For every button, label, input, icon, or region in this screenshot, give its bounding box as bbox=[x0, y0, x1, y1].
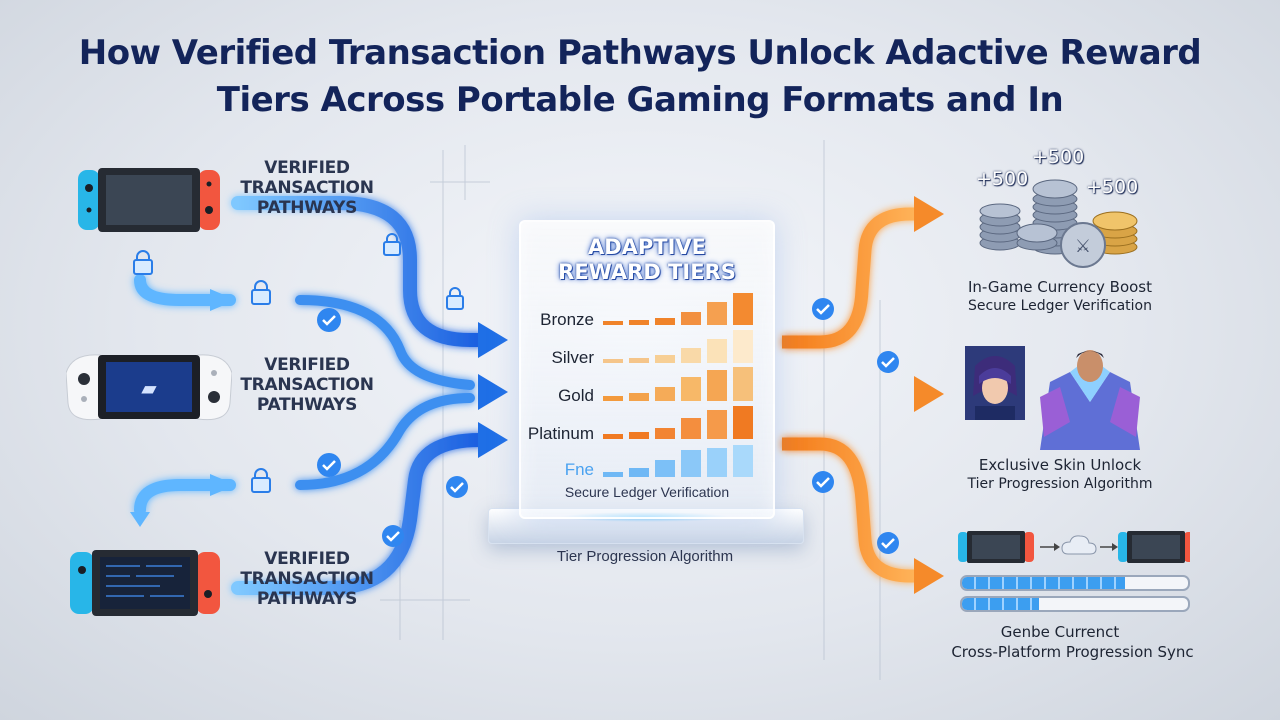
pathway-mid-low bbox=[134, 479, 236, 516]
tier-bars-fne bbox=[603, 445, 753, 477]
lock-icons bbox=[133, 233, 464, 493]
tier-bars bbox=[603, 293, 753, 477]
tier-bars-bronze bbox=[603, 293, 753, 325]
orange-arrowheads bbox=[914, 196, 944, 594]
pathway-label-line: PATHWAYS bbox=[256, 198, 358, 218]
handheld-console-1 bbox=[78, 168, 220, 232]
pathway-bottom bbox=[231, 433, 487, 595]
lock-icon bbox=[383, 233, 401, 256]
pathway-label-line: VERIFIED bbox=[264, 549, 350, 569]
pathway-mid-top bbox=[134, 274, 236, 306]
progress-fill bbox=[962, 577, 1125, 589]
tier-label-gold: Gold bbox=[558, 386, 594, 405]
progress-bar-2 bbox=[960, 596, 1190, 612]
pathway-label-3: VERIFIED TRANSACTION PATHWAYS bbox=[232, 549, 382, 609]
pathway-label-2: VERIFIED TRANSACTION PATHWAYS bbox=[232, 355, 382, 415]
handheld-console-3 bbox=[70, 550, 220, 616]
currency-plus-label: +500 bbox=[1032, 146, 1085, 168]
pathway-mid-curve bbox=[295, 295, 475, 390]
pathway-label-line: VERIFIED bbox=[264, 158, 350, 178]
blue-pathways bbox=[134, 196, 487, 595]
pathway-label-line: TRANSACTION bbox=[240, 375, 374, 395]
progress-bar-1 bbox=[960, 575, 1190, 591]
lock-icon bbox=[133, 250, 153, 275]
pathway-label-line: TRANSACTION bbox=[240, 569, 374, 589]
skin-title: Exclusive Skin Unlock bbox=[978, 456, 1142, 474]
currency-plus-label: +500 bbox=[976, 168, 1029, 190]
tier-label-silver: Silver bbox=[551, 348, 594, 367]
currency-title: In-Game Currency Boost bbox=[967, 278, 1152, 296]
title-line-1: How Verified Transaction Pathways Unlock… bbox=[78, 33, 1202, 73]
tier-bars-platinum bbox=[603, 406, 753, 439]
cross-platform-sync-illustration bbox=[958, 531, 1190, 563]
skin-subtitle: Tier Progression Algorithm bbox=[967, 476, 1153, 492]
currency-plus-label: +500 bbox=[1086, 176, 1139, 198]
pathway-low-curve bbox=[295, 393, 475, 490]
pathway-label-line: PATHWAYS bbox=[256, 395, 358, 415]
avatar-portrait bbox=[965, 346, 1025, 420]
tier-bars-gold bbox=[603, 367, 753, 401]
check-icon bbox=[877, 351, 899, 373]
pathway-label-1: VERIFIED TRANSACTION PATHWAYS bbox=[232, 158, 382, 218]
pathway-out-bottom bbox=[782, 437, 918, 583]
currency-subtitle: Secure Ledger Verification bbox=[967, 298, 1152, 314]
tier-label-fne: Fne bbox=[564, 460, 594, 479]
check-icon bbox=[382, 525, 404, 547]
orange-pathways bbox=[782, 207, 918, 583]
title-line-2: Tiers Across Portable Gaming Formats and… bbox=[216, 80, 1064, 120]
panel-title-line-1: ADAPTIVE bbox=[587, 235, 707, 259]
pathway-label-line: VERIFIED bbox=[264, 355, 350, 375]
handheld-console-2: ▰ bbox=[66, 354, 232, 421]
check-icons bbox=[317, 298, 899, 554]
sync-subtitle: Cross-Platform Progression Sync bbox=[951, 643, 1194, 661]
check-icon bbox=[317, 308, 341, 332]
page-title: How Verified Transaction Pathways Unlock… bbox=[40, 30, 1240, 124]
tier-label-platinum: Platinum bbox=[527, 424, 594, 443]
progress-fill bbox=[962, 598, 1039, 610]
tier-bars-silver bbox=[603, 330, 753, 363]
svg-text:▰: ▰ bbox=[141, 376, 157, 400]
blue-arrowheads bbox=[130, 289, 508, 527]
lock-icon bbox=[251, 280, 271, 305]
lock-icon bbox=[446, 287, 464, 310]
check-icon bbox=[877, 532, 899, 554]
check-icon bbox=[812, 471, 834, 493]
character-skin-illustration bbox=[1040, 350, 1140, 450]
pathway-label-line: PATHWAYS bbox=[256, 589, 358, 609]
tier-label-bronze: Bronze bbox=[540, 310, 594, 329]
adaptive-reward-tiers-panel: ADAPTIVE REWARD TIERS Bronze Silver Gold… bbox=[519, 220, 775, 519]
pathway-label-line: TRANSACTION bbox=[240, 178, 374, 198]
pathway-out-top bbox=[782, 207, 918, 349]
svg-text:⚔: ⚔ bbox=[1075, 236, 1091, 257]
check-icon bbox=[812, 298, 834, 320]
panel-title-line-2: REWARD TIERS bbox=[558, 260, 736, 284]
check-icon bbox=[446, 476, 468, 498]
check-icon bbox=[317, 453, 341, 477]
lock-icon bbox=[251, 468, 271, 493]
panel-subtitle: Secure Ledger Verification bbox=[564, 484, 730, 500]
coin-stacks-icon: ⚔ bbox=[979, 179, 1138, 268]
sync-title: Genbe Currenct bbox=[1000, 623, 1120, 641]
pathway-top bbox=[231, 196, 487, 347]
base-label: Tier Progression Algorithm bbox=[556, 548, 734, 565]
